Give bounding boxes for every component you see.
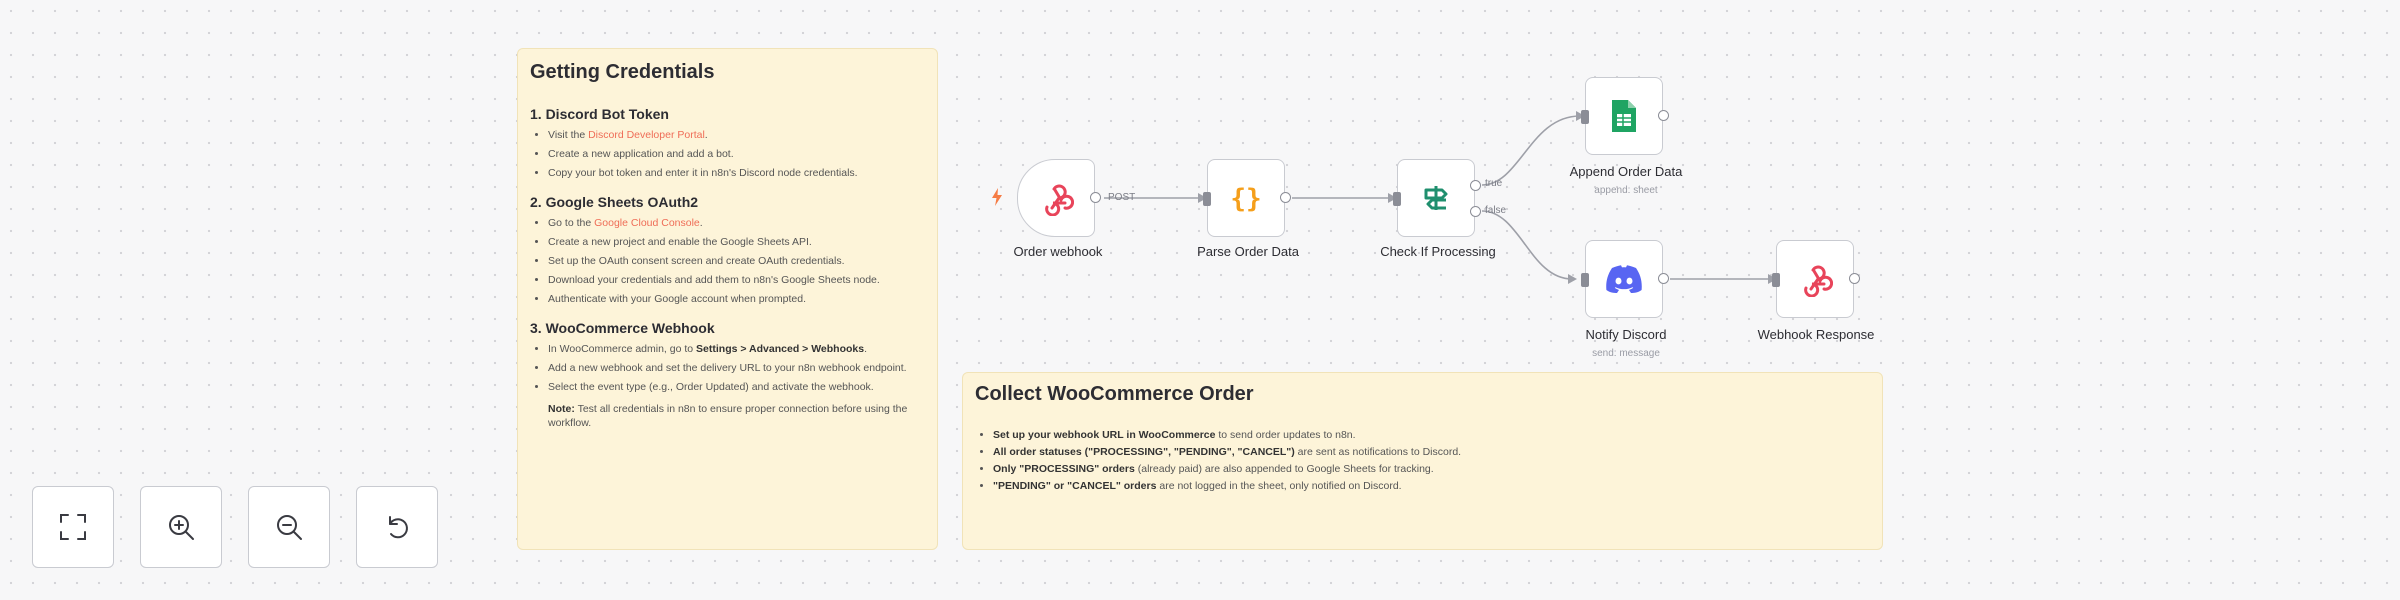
edge-label-false: false [1485, 205, 1507, 216]
node-subtitle: send: message [1592, 348, 1660, 359]
list-item: Create a new application and add a bot. [548, 147, 925, 161]
section-list: Go to the Google Cloud Console. Create a… [530, 216, 925, 306]
list-item: Select the event type (e.g., Order Updat… [548, 380, 925, 394]
list-item: Copy your bot token and enter it in n8n'… [548, 166, 925, 180]
list-item: Add a new webhook and set the delivery U… [548, 361, 925, 375]
zoom-in-icon [169, 515, 194, 540]
input-port[interactable] [1203, 192, 1211, 206]
node-label: Parse Order Data [1197, 244, 1299, 259]
output-port-true[interactable] [1470, 180, 1481, 191]
webhook-icon [1804, 265, 1833, 297]
edge-label-true: true [1485, 178, 1503, 189]
sticky-title: Getting Credentials [530, 61, 715, 83]
node-order-webhook[interactable] [1017, 159, 1101, 237]
if-signpost-icon [1424, 186, 1448, 210]
sticky-note-collect-order[interactable]: Collect WooCommerce Order Set up your we… [962, 372, 1883, 550]
code-braces-icon: {} [1230, 184, 1261, 214]
list-item: Download your credentials and add them t… [548, 273, 925, 287]
section-list: Set up your webhook URL in WooCommerce t… [975, 428, 1870, 493]
list-item: In WooCommerce admin, go to Settings > A… [548, 342, 925, 356]
node-webhook-response[interactable] [1772, 240, 1860, 318]
discord-icon [1606, 265, 1642, 293]
node-label: Append Order Data [1569, 164, 1683, 179]
list-item: Set up your webhook URL in WooCommerce t… [993, 428, 1870, 442]
svg-text:{}: {} [1230, 184, 1261, 214]
zoom-out-button[interactable] [248, 486, 330, 568]
output-port[interactable] [1849, 273, 1860, 284]
list-item: Set up the OAuth consent screen and crea… [548, 254, 925, 268]
arrowhead [1576, 111, 1585, 121]
zoom-in-button[interactable] [140, 486, 222, 568]
list-item: Visit the Discord Developer Portal. [548, 128, 925, 142]
node-notify-discord[interactable] [1581, 240, 1669, 318]
trigger-bolt-icon [992, 188, 1002, 206]
list-item: All order statuses ("PROCESSING", "PENDI… [993, 445, 1870, 459]
undo-icon [389, 516, 408, 539]
output-port-false[interactable] [1470, 206, 1481, 217]
output-port[interactable] [1280, 192, 1291, 203]
section-heading: 2. Google Sheets OAuth2 [530, 194, 699, 210]
input-port[interactable] [1581, 273, 1589, 287]
section-heading: 3. WooCommerce Webhook [530, 320, 715, 336]
node-label: Order webhook [1013, 244, 1103, 259]
node-subtitle: append: sheet [1594, 185, 1658, 196]
google-cloud-console-link[interactable]: Google Cloud Console [594, 217, 700, 229]
node-label: Webhook Response [1757, 327, 1875, 342]
sticky-title: Collect WooCommerce Order [975, 383, 1254, 405]
node-check-if-processing[interactable] [1393, 159, 1481, 237]
reset-zoom-button[interactable] [356, 486, 438, 568]
output-port[interactable] [1658, 273, 1669, 284]
arrowhead [1198, 193, 1207, 203]
discord-developer-portal-link[interactable]: Discord Developer Portal [588, 129, 705, 141]
node-label: Check If Processing [1380, 244, 1496, 259]
fullscreen-icon [60, 514, 86, 540]
arrowhead [1568, 274, 1577, 284]
node-append-order-data[interactable] [1581, 77, 1669, 155]
node-parse-order-data[interactable]: {} [1203, 159, 1291, 237]
fit-view-button[interactable] [32, 486, 114, 568]
output-port[interactable] [1090, 192, 1101, 203]
list-item: Create a new project and enable the Goog… [548, 235, 925, 249]
input-port[interactable] [1393, 192, 1401, 206]
list-item: "PENDING" or "CANCEL" orders are not log… [993, 479, 1870, 493]
node-label: Notify Discord [1585, 327, 1667, 342]
edge-false-to-discord [1481, 210, 1573, 280]
list-item: Authenticate with your Google account wh… [548, 292, 925, 306]
sticky-note-footer: Note: Test all credentials in n8n to ens… [548, 403, 908, 429]
input-port[interactable] [1772, 273, 1780, 287]
google-sheets-icon [1612, 100, 1636, 132]
input-port[interactable] [1581, 110, 1589, 124]
webhook-icon [1045, 184, 1074, 216]
zoom-out-icon [277, 515, 302, 540]
list-item: Go to the Google Cloud Console. [548, 216, 925, 230]
section-heading: 1. Discord Bot Token [530, 106, 669, 122]
arrowhead [1388, 193, 1397, 203]
output-port[interactable] [1658, 110, 1669, 121]
edge-label-post: POST [1108, 192, 1136, 203]
sticky-note-credentials[interactable]: Getting Credentials 1. Discord Bot Token… [517, 48, 938, 550]
edge-true-to-append [1481, 115, 1581, 186]
section-list: Visit the Discord Developer Portal. Crea… [530, 128, 925, 180]
section-list: In WooCommerce admin, go to Settings > A… [530, 342, 925, 394]
list-item: Only "PROCESSING" orders (already paid) … [993, 462, 1870, 476]
